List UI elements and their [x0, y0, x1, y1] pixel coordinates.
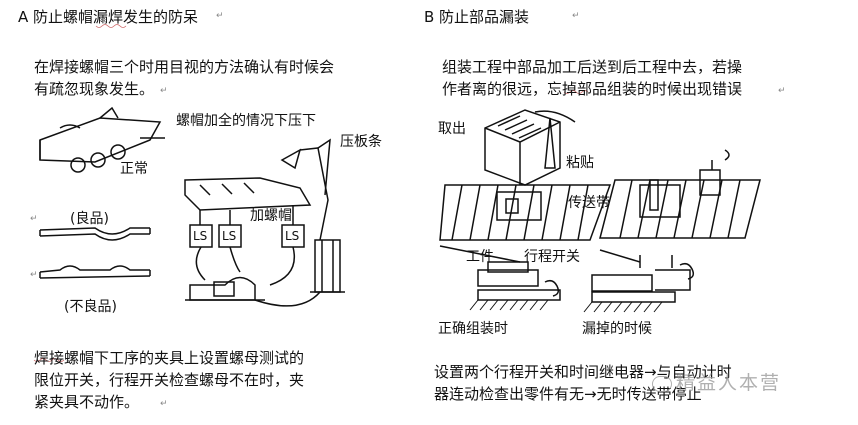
left-footer-line-1: 焊接螺帽下工序的夹具上设置螺母测试的: [34, 348, 304, 369]
parts-box-drawing: [485, 110, 575, 185]
return-mark: ↵: [30, 270, 38, 280]
left-section-title: A 防止螺帽漏焊发生的防呆: [18, 6, 198, 27]
return-mark: ↵: [778, 86, 786, 96]
return-mark: ↵: [216, 11, 224, 21]
label-take-out: 取出: [438, 118, 466, 138]
watermark: 精益人本营: [652, 368, 781, 395]
right-section-title: B 防止部品漏装: [424, 6, 529, 27]
left-intro-line-2: 有疏忽现象发生。: [34, 79, 154, 100]
left-intro-line-1: 在焊接螺帽三个时用目视的方法确认有时候会: [34, 57, 334, 78]
watermark-text: 精益人本营: [676, 372, 781, 394]
label-bad-part: (不良品): [64, 296, 117, 316]
label-missing-part: 漏掉的时候: [582, 318, 652, 338]
label-good-part: (良品): [70, 208, 109, 228]
label-add-nut: 加螺帽: [250, 205, 292, 225]
label-press-plate: 压板条: [340, 131, 382, 151]
wechat-icon: [652, 376, 672, 392]
label-paste: 粘贴: [566, 152, 594, 172]
right-intro-line-1: 组装工程中部品加工后送到后工程中去，若操: [442, 57, 742, 78]
good-part-drawing: [40, 228, 150, 240]
return-mark: ↵: [30, 214, 38, 224]
return-mark: ↵: [160, 86, 168, 96]
right-intro-line-2: 作者离的很远，忘掉部品组装的时候出现错误: [442, 79, 742, 100]
return-mark: ↵: [572, 11, 580, 21]
bad-part-drawing: [40, 266, 150, 278]
limit-switch-label-3: LS: [285, 229, 299, 243]
label-conveyor: 传送带: [568, 192, 610, 212]
label-normal: 正常: [120, 158, 148, 178]
left-footer-line-2: 限位开关，行程开关检查螺母不在时，夹: [34, 370, 304, 391]
left-footer-line-3: 紧夹具不动作。: [34, 392, 139, 413]
return-mark: ↵: [160, 399, 168, 409]
limit-switch-label-2: LS: [222, 229, 236, 243]
label-correct-assembly: 正确组装时: [438, 318, 508, 338]
label-limit-switch: 行程开关: [524, 246, 580, 266]
label-workpiece: 工件: [466, 246, 494, 266]
limit-switch-label-1: LS: [193, 229, 207, 243]
label-press-down: 螺帽加全的情况下压下: [176, 110, 316, 130]
conveyor-right-drawing: [600, 150, 760, 238]
